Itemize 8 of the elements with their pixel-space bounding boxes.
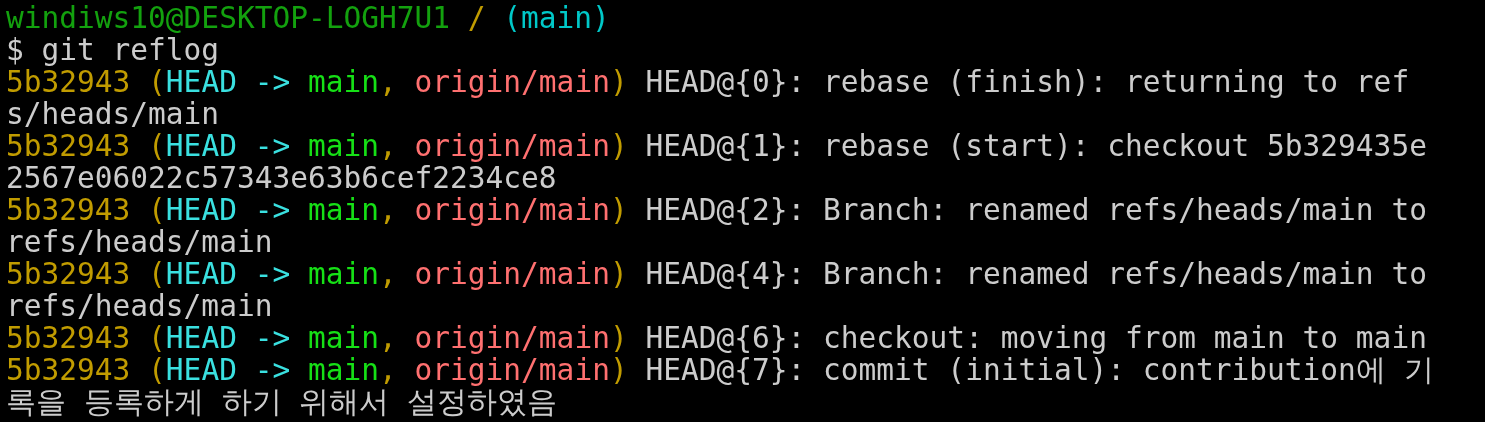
reflog-entry: 5b32943 (HEAD -> main, origin/main) HEAD@{0}: rebase (finish): returning to refs/heads/main <box>6 66 1411 130</box>
command-line: $ git reflog <box>6 34 221 66</box>
reflog-entry: 5b32943 (HEAD -> main, origin/main) HEAD@{4}: Branch: renamed refs/heads/main to refs/heads/main <box>6 258 1428 322</box>
reflog-entry: 5b32943 (HEAD -> main, origin/main) HEAD@{7}: commit (initial): contribution에 기록을 등록하게 하기 위해서 설정하였음 <box>6 354 1435 418</box>
reflog-entry: 5b32943 (HEAD -> main, origin/main) HEAD@{6}: checkout: moving from main to main <box>6 322 1428 354</box>
prompt-line: windiws10@DESKTOP-LOGH7U1 / (main) <box>6 2 611 34</box>
reflog-entry: 5b32943 (HEAD -> main, origin/main) HEAD@{1}: rebase (start): checkout 5b329435e2567e06022c57343e63b6cef2234ce8 <box>6 130 1428 194</box>
reflog-entry: 5b32943 (HEAD -> main, origin/main) HEAD@{2}: Branch: renamed refs/heads/main to refs/heads/main <box>6 194 1428 258</box>
